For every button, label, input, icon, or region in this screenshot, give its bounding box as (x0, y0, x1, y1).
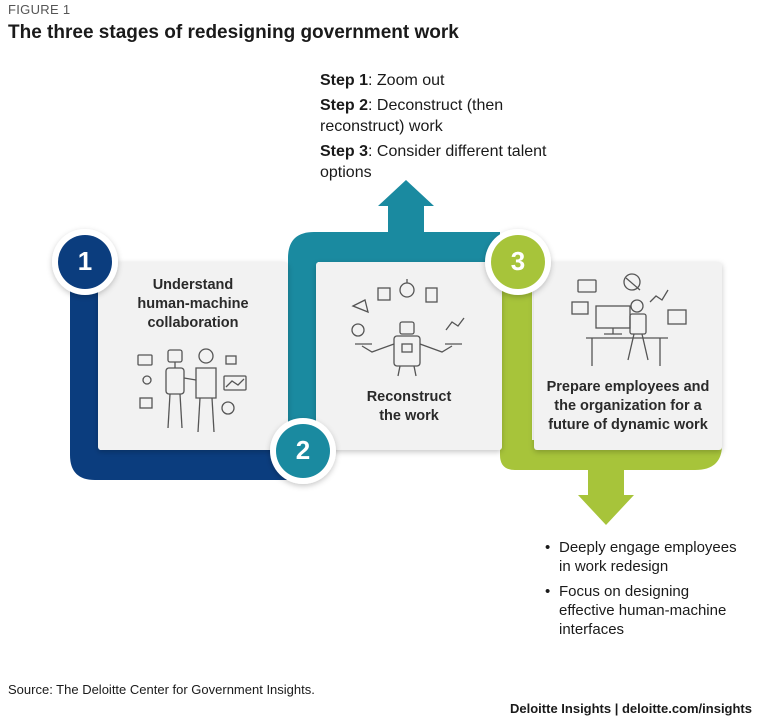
stage-2-card (316, 262, 502, 450)
steps-list: Step 1: Zoom out Step 2: Deconstruct (th… (320, 70, 580, 187)
bullet-item: Deeply engage employees in work redesign (545, 538, 745, 576)
stage-2-number: 2 (295, 435, 311, 465)
figure-title: The three stages of redesigning governme… (8, 22, 459, 43)
credit-line: Deloitte Insights | deloitte.com/insight… (510, 701, 752, 716)
stage-1-label: Understand human-machine collaboration (137, 277, 249, 331)
stage-2-label: Reconstruct the work (366, 389, 452, 424)
stage-3-number: 3 (510, 246, 526, 276)
robot-workstation-icon (571, 273, 687, 366)
bullet-list: Deeply engage employees in work redesign… (545, 538, 745, 645)
figure-label: FIGURE 1 (8, 2, 71, 17)
robot-human-handshake-icon (137, 348, 247, 433)
stage-1-card (98, 262, 288, 450)
step-3: Step 3: Consider different talent option… (320, 143, 547, 181)
stage-1-number: 1 (77, 246, 93, 276)
robot-multitask-icon (351, 279, 465, 377)
stage-3-card (534, 262, 722, 450)
stage-2-band (288, 180, 500, 480)
step-1: Step 1: Zoom out (320, 72, 445, 89)
bullet-item: Focus on designing effective human-machi… (545, 582, 745, 639)
source-note: Source: The Deloitte Center for Governme… (8, 682, 315, 697)
stage-3-band (500, 262, 722, 525)
stage-3-label: Prepare employees and the organization f… (546, 379, 710, 433)
step-2: Step 2: Deconstruct (then reconstruct) w… (320, 97, 504, 135)
